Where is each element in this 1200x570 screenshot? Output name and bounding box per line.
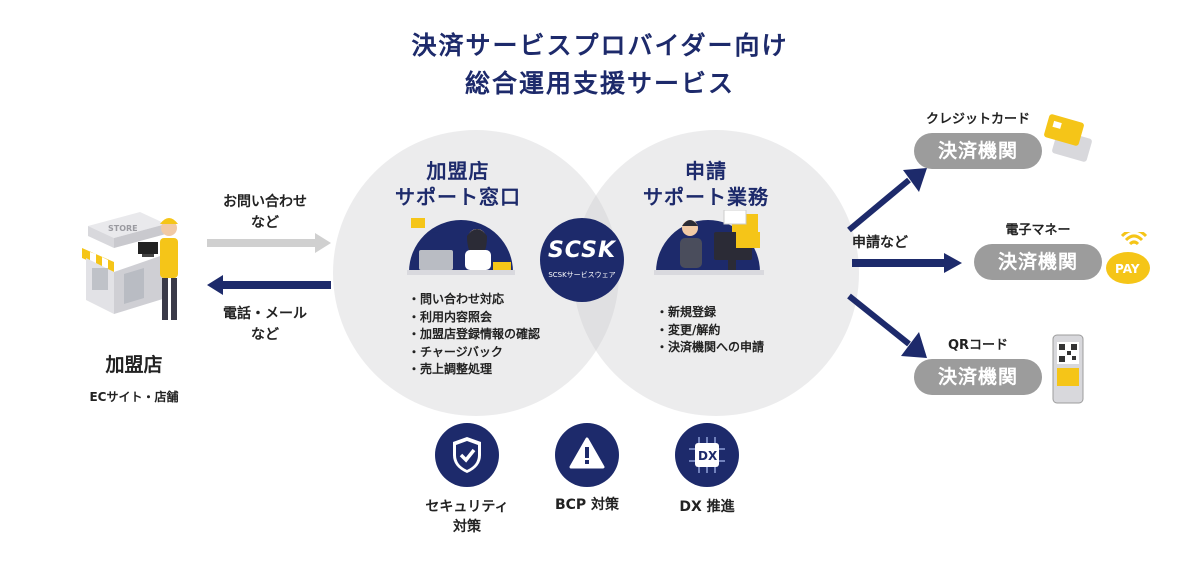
left-arrow-navy-icon bbox=[207, 275, 331, 295]
application-heading-line2: サポート業務 bbox=[643, 185, 769, 209]
title-line2: 総合運用支援サービス bbox=[464, 69, 735, 98]
dx-feature-label: DX 推進 bbox=[679, 499, 735, 515]
security-feature-badge bbox=[435, 423, 499, 487]
support-task-list: 問い合わせ対応 利用内容照会 加盟店登録情報の確認 チャージバック 売上調整処理 bbox=[408, 291, 540, 379]
scsk-logo-subtext: SCSKサービスウェア bbox=[548, 271, 616, 279]
operator-illustration-icon bbox=[407, 218, 515, 275]
support-heading-line1: 加盟店 bbox=[426, 159, 490, 183]
support-task-item: 売上調整処理 bbox=[408, 361, 540, 379]
merchant-label: 加盟店 bbox=[105, 354, 163, 376]
dx-icon-text: DX bbox=[698, 449, 718, 463]
application-task-item: 新規登録 bbox=[656, 304, 764, 322]
scsk-logo-badge: SCSK SCSKサービスウェア bbox=[540, 218, 624, 302]
arrow-up-right-icon bbox=[847, 168, 927, 233]
warning-icon bbox=[569, 437, 605, 469]
institution-button-emoney: 決済機関 bbox=[974, 244, 1102, 280]
bcp-feature-label: BCP 対策 bbox=[554, 497, 620, 513]
institution-label-emoney: 電子マネー bbox=[1005, 223, 1071, 238]
support-heading-line2: サポート窓口 bbox=[395, 185, 521, 209]
inquiry-label-line1: お問い合わせ bbox=[223, 194, 307, 210]
dx-feature-badge: DX bbox=[675, 423, 739, 487]
application-task-item: 変更/解約 bbox=[656, 322, 764, 340]
support-task-item: チャージバック bbox=[408, 344, 540, 362]
institution-button-credit: 決済機関 bbox=[914, 133, 1042, 169]
application-task-item: 決済機関への申請 bbox=[656, 339, 764, 357]
security-feature-label-line2: 対策 bbox=[453, 519, 481, 535]
shield-check-icon bbox=[453, 437, 481, 473]
application-heading-line1: 申請 bbox=[685, 159, 727, 183]
scsk-logo-text: SCSK bbox=[547, 238, 617, 263]
security-feature-label-line1: セキュリティ bbox=[425, 499, 509, 515]
inquiry-label-line2: など bbox=[251, 215, 279, 231]
dx-chip-icon: DX bbox=[689, 437, 725, 473]
institution-label-qr: QRコード bbox=[947, 338, 1009, 353]
pay-icon: PAY bbox=[1106, 232, 1150, 284]
phone-label-line1: 電話・メール bbox=[223, 306, 307, 322]
phone-label-line2: など bbox=[251, 327, 279, 343]
arrow-down-right-icon bbox=[847, 293, 927, 358]
arrow-right-navy-icon bbox=[852, 253, 962, 273]
title-line1: 決済サービスプロバイダー向け bbox=[411, 31, 789, 60]
apply-label: 申請など bbox=[852, 235, 908, 251]
support-task-item: 加盟店登録情報の確認 bbox=[408, 326, 540, 344]
institution-button-qr: 決済機関 bbox=[914, 359, 1042, 395]
institution-label-credit: クレジットカード bbox=[925, 112, 1030, 127]
qr-phone-icon bbox=[1052, 334, 1084, 404]
merchant-sublabel: ECサイト・店舗 bbox=[89, 390, 179, 404]
bcp-feature-badge bbox=[555, 423, 619, 487]
store-sign: STORE bbox=[108, 224, 138, 233]
right-arrow-gray-icon bbox=[207, 233, 331, 253]
support-task-item: 問い合わせ対応 bbox=[408, 291, 540, 309]
support-task-item: 利用内容照会 bbox=[408, 309, 540, 327]
pay-icon-text: PAY bbox=[1115, 262, 1140, 276]
store-illustration-icon: STORE bbox=[82, 212, 178, 320]
credit-card-icon bbox=[1044, 114, 1092, 162]
office-worker-illustration-icon bbox=[654, 210, 764, 275]
application-task-list: 新規登録 変更/解約 決済機関への申請 bbox=[656, 304, 764, 357]
